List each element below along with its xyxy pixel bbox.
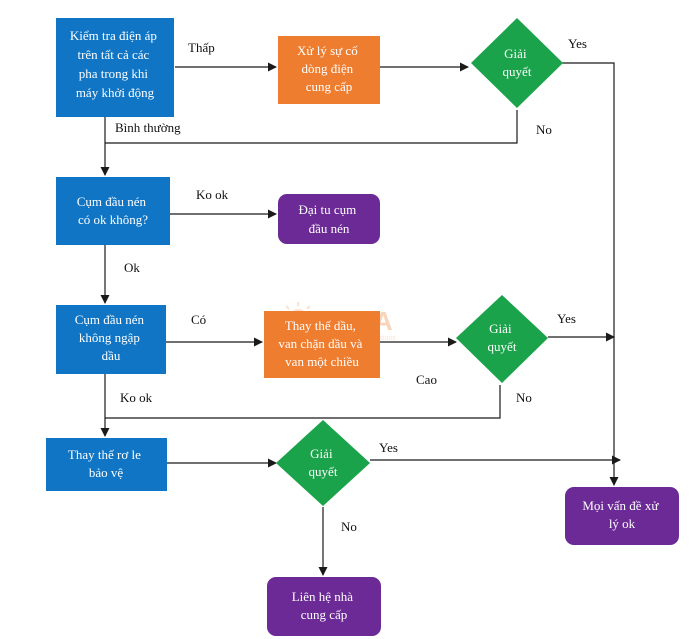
node-replace-relay: Thay thế rơ le bảo vệ [46,438,167,491]
node-replace-relay-text: Thay thế rơ le bảo vệ [68,447,144,480]
node-all-ok: Mọi vấn đề xử lý ok [565,487,679,545]
node-supply-fault-text: Xử lý sự cố dòng điện cung cấp [297,43,361,94]
watermark-tagline: solutions [368,335,396,342]
edge-resolve1-no [105,110,518,144]
node-supply-fault: Xử lý sự cố dòng điện cung cấp [278,36,380,104]
node-resolve3-text: Giải quyết [309,446,338,479]
edge-label-low: Thấp [188,40,215,55]
edge-label-yes2: Yes [557,311,576,326]
edge-label-ok: Ok [124,260,140,275]
node-resolve3: Giải quyết [276,420,370,506]
node-overhaul-text: Đại tu cụm đầu nén [298,202,359,236]
node-resolve2: Giải quyết [456,295,548,383]
node-overhaul: Đại tu cụm đầu nén [278,194,380,244]
edge-label-no3: No [341,519,357,534]
node-replace-oil-text: Thay thế dầu, van chặn dầu và van một ch… [278,318,365,369]
edge-resolve1-yes [562,62,619,486]
edge-resolve2-no [105,385,501,419]
edge-label-ko-ok1: Ko ok [196,187,229,202]
node-resolve1: Giải quyết [471,18,563,108]
node-replace-oil: Thay thế dầu, van chặn dầu và van một ch… [264,311,380,378]
edge-label-co: Có [191,312,206,327]
edge-label-ko-ok2: Ko ok [120,390,153,405]
edge-label-cao: Cao [416,372,437,387]
node-contact-supplier: Liên hệ nhà cung cấp [267,577,381,636]
node-compressor-flooded-text: Cụm đầu nén không ngập dầu [75,312,148,363]
node-check-voltage-text: Kiểm tra điện áp trên tất cả các pha tro… [70,28,160,100]
edge-label-yes3: Yes [379,440,398,455]
node-all-ok-text: Mọi vấn đề xử lý ok [582,498,661,531]
edge-label-no2: No [516,390,532,405]
edge-label-normal: Bình thường [115,120,181,135]
node-compressor-flooded: Cụm đầu nén không ngập dầu [56,305,166,374]
node-check-voltage: Kiểm tra điện áp trên tất cả các pha tro… [56,18,174,117]
node-compressor-ok: Cụm đầu nén có ok không? [56,177,170,245]
edge-label-yes1: Yes [568,36,587,51]
node-resolve1-text: Giải quyết [503,46,532,79]
node-resolve2-text: Giải quyết [488,321,517,354]
edge-label-no1: No [536,122,552,137]
node-contact-supplier-text: Liên hệ nhà cung cấp [292,589,357,622]
node-compressor-ok-text: Cụm đầu nén có ok không? [77,194,150,227]
